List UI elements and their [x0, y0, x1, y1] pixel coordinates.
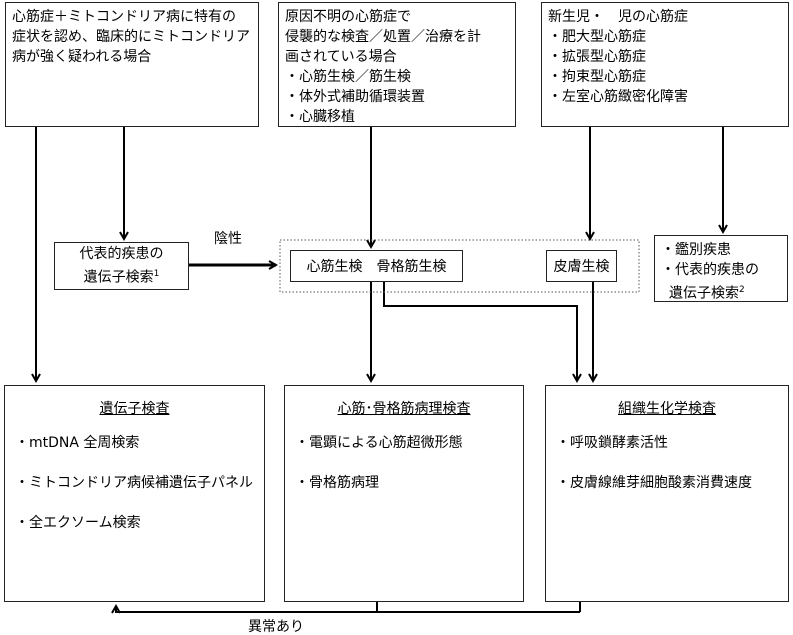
- box-mito-suspected: 心筋症＋ミトコンドリア病に特有の 症状を認め、臨床的にミトコンドリア 病が強く疑…: [5, 2, 259, 127]
- footnote-mark: 1: [153, 269, 160, 280]
- negative-label: 陰性: [214, 231, 242, 247]
- list-item: ・電顕による心筋超微形態: [295, 435, 463, 451]
- text-line: 新生児・ 児の心筋症: [548, 9, 688, 25]
- footnote-mark: 2: [739, 285, 745, 295]
- text-line: ・体外式補助循環装置: [285, 89, 425, 105]
- box-pathology-test: 心筋･骨格筋病理検査 ・電顕による心筋超微形態 ・骨格筋病理: [284, 385, 524, 602]
- list-item: ・骨格筋病理: [295, 475, 379, 491]
- text-line: 画されている場合: [285, 49, 397, 65]
- text-line: ・拘束型心筋症: [548, 69, 646, 85]
- box-muscle-biopsy: 心筋生検 骨格筋生検: [290, 250, 463, 282]
- list-item: ・皮膚線維芽細胞酸素消費速度: [556, 475, 752, 491]
- text-line: 侵襲的な検査／処置／治療を計: [285, 29, 481, 45]
- text-line: 症状を認め、臨床的にミトコンドリア: [12, 29, 250, 45]
- text-line: ・拡張型心筋症: [548, 49, 646, 65]
- box-unknown-cardiomyopathy: 原因不明の心筋症で 侵襲的な検査／処置／治療を計 画されている場合 ・心筋生検／…: [278, 2, 516, 127]
- box-title: 組織生化学検査: [618, 401, 716, 417]
- text-line: ・心筋生検／筋生検: [285, 69, 411, 85]
- list-item: ・全エクソーム検索: [15, 515, 141, 531]
- list-item: ・mtDNA 全周検索: [15, 435, 140, 451]
- text-line: 原因不明の心筋症で: [285, 9, 411, 25]
- box-skin-biopsy: 皮膚生検: [546, 250, 617, 282]
- box-representative-gene-test: 代表的疾患の 遺伝子検索1: [54, 242, 189, 290]
- list-item: ・ミトコンドリア病候補遺伝子パネル: [15, 475, 253, 491]
- text-line: ・肥大型心筋症: [548, 29, 646, 45]
- biopsy-group: [279, 239, 640, 293]
- box-title: 遺伝子検査: [99, 401, 170, 417]
- text-span: 遺伝子検索: [669, 285, 739, 302]
- box-title: 心筋･骨格筋病理検査: [337, 401, 471, 417]
- text-line: 代表的疾患の: [79, 246, 164, 263]
- text-span: 遺伝子検索: [83, 269, 154, 286]
- text-line: ・代表的疾患の: [661, 262, 759, 278]
- box-differential: ・鑑別疾患 ・代表的疾患の 遺伝子検索2: [654, 235, 788, 302]
- text-line: 遺伝子検索2: [669, 280, 781, 304]
- text-line: 心筋症＋ミトコンドリア病に特有の: [12, 9, 236, 25]
- abnormal-label: 異常あり: [248, 619, 304, 635]
- text-line: ・左室心筋緻密化障害: [548, 89, 688, 105]
- box-genetic-test: 遺伝子検査 ・mtDNA 全周検索 ・ミトコンドリア病候補遺伝子パネル ・全エク…: [4, 385, 265, 602]
- arrow-muscle-to-biochem: [383, 282, 577, 381]
- box-biochemical-test: 組織生化学検査 ・呼吸鎖酵素活性 ・皮膚線維芽細胞酸素消費速度: [545, 385, 789, 602]
- text-line: 遺伝子検索1: [84, 264, 160, 288]
- text-line: ・鑑別疾患: [661, 242, 731, 258]
- text-line: ・心臓移植: [285, 109, 355, 125]
- text-line: 病が強く疑われる場合: [12, 49, 152, 65]
- box-neonatal-cardiomyopathy: 新生児・ 児の心筋症 ・肥大型心筋症 ・拡張型心筋症 ・拘束型心筋症 ・左室心筋…: [541, 2, 789, 127]
- arrow-feedback: [116, 602, 378, 612]
- list-item: ・呼吸鎖酵素活性: [556, 435, 668, 451]
